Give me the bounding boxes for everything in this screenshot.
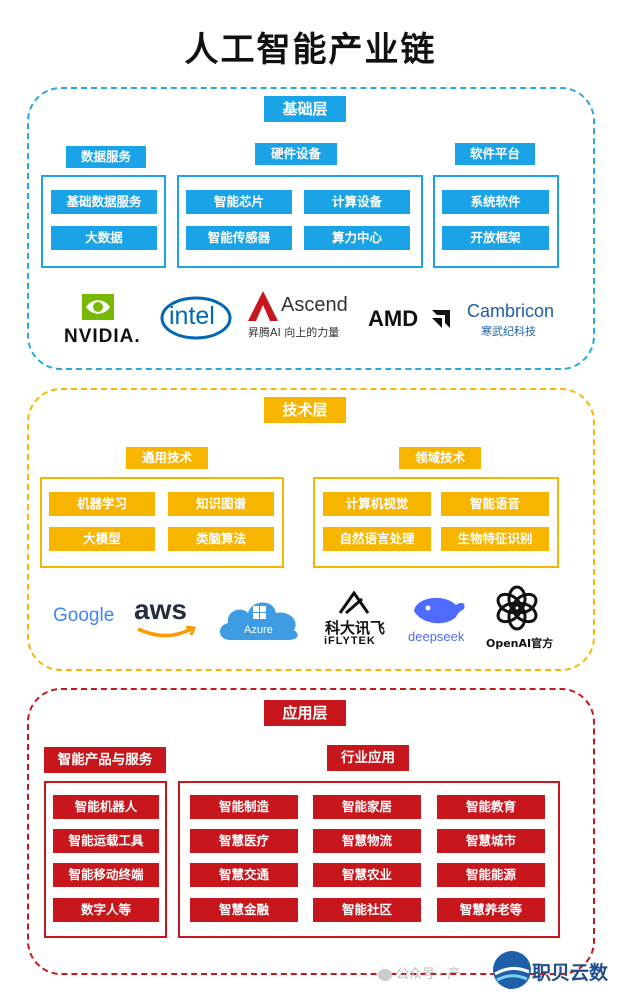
item-smart-finance: 智慧金融 xyxy=(190,898,298,922)
item-machine-learning: 机器学习 xyxy=(49,492,155,516)
iflytek-cn-wordmark: 科大讯飞 xyxy=(325,619,386,637)
item-nlp: 自然语言处理 xyxy=(323,527,431,551)
general-tech-label: 通用技术 xyxy=(126,447,208,469)
deepseek-wordmark: deepseek xyxy=(408,629,465,644)
google-logo: Google xyxy=(53,605,117,631)
item-digital-human: 数字人等 xyxy=(53,898,159,922)
item-smart-city: 智慧城市 xyxy=(437,829,545,853)
app-layer-frame xyxy=(27,688,595,975)
domain-tech-label: 领域技术 xyxy=(399,447,481,469)
item-smart-transport: 智慧交通 xyxy=(190,863,298,887)
item-smart-energy: 智能能源 xyxy=(437,863,545,887)
products-label: 智能产品与服务 xyxy=(44,747,166,773)
wechat-icon xyxy=(378,968,392,981)
amd-logo: AMD xyxy=(368,306,454,332)
nvidia-wordmark: NVIDIA. xyxy=(64,326,141,347)
item-smart-vehicle: 智能运载工具 xyxy=(53,829,159,853)
azure-wordmark: Azure xyxy=(244,624,273,636)
page-title: 人工智能产业链 xyxy=(184,30,437,70)
aws-logo: aws xyxy=(134,596,198,642)
item-big-data: 大数据 xyxy=(51,226,157,250)
ascend-wordmark: Ascend xyxy=(281,294,348,316)
amd-arrow-icon xyxy=(432,310,450,328)
base-layer-frame xyxy=(27,87,595,370)
aws-wordmark: aws xyxy=(134,594,187,625)
industry-label: 行业应用 xyxy=(327,745,409,771)
azure-logo: Azure xyxy=(216,596,302,642)
amd-wordmark: AMD xyxy=(368,306,419,331)
data-services-label: 数据服务 xyxy=(66,146,146,168)
hardware-label: 硬件设备 xyxy=(255,143,337,165)
industry-group xyxy=(178,781,560,938)
item-smart-education: 智能教育 xyxy=(437,795,545,819)
app-layer-label: 应用层 xyxy=(264,700,346,726)
google-wordmark: Google xyxy=(53,605,115,626)
ascend-slogan: 昇腾AI 向上的力量 xyxy=(248,326,340,339)
item-smart-sensor: 智能传感器 xyxy=(186,226,292,250)
cambricon-logo: Cambricon 寒武纪科技 xyxy=(467,301,559,341)
item-smart-mobile-terminal: 智能移动终端 xyxy=(53,863,159,887)
intel-wordmark: intel xyxy=(169,302,215,330)
tech-layer-label: 技术层 xyxy=(264,397,346,423)
aws-smile-icon xyxy=(137,626,196,638)
item-smart-chip: 智能芯片 xyxy=(186,190,292,214)
item-large-model: 大模型 xyxy=(49,527,155,551)
iflytek-en-wordmark: iFLYTEK xyxy=(324,635,376,647)
products-group xyxy=(44,781,167,938)
item-smart-home: 智能家居 xyxy=(313,795,421,819)
item-computer-vision: 计算机视觉 xyxy=(323,492,431,516)
nvidia-logo: NVIDIA. xyxy=(64,290,148,348)
item-speech: 智能语音 xyxy=(441,492,549,516)
item-smart-community: 智能社区 xyxy=(313,898,421,922)
tech-layer-frame xyxy=(27,388,595,671)
openai-logo: OpenAI官方 xyxy=(486,585,553,650)
watermark-text: 公众号 · 产 xyxy=(378,963,460,982)
data-services-group xyxy=(41,175,166,268)
cambricon-cn-name: 寒武纪科技 xyxy=(481,325,536,338)
cambricon-wordmark: Cambricon xyxy=(467,301,555,321)
item-brain-inspired-algorithm: 类脑算法 xyxy=(168,527,274,551)
hardware-group xyxy=(177,175,423,268)
software-group xyxy=(433,175,559,268)
iflytek-logo: 科大讯飞 iFLYTEK xyxy=(323,591,385,647)
ascend-logo: Ascend 昇腾AI 向上的力量 xyxy=(248,291,354,343)
openai-wordmark: OpenAI官方 xyxy=(486,637,554,650)
item-open-framework: 开放框架 xyxy=(442,226,549,250)
general-tech-group xyxy=(40,477,284,568)
base-layer-label: 基础层 xyxy=(264,96,346,122)
item-smart-logistics: 智慧物流 xyxy=(313,829,421,853)
item-compute-center: 算力中心 xyxy=(304,226,410,250)
domain-tech-group xyxy=(313,477,559,568)
software-label: 软件平台 xyxy=(455,143,535,165)
item-biometrics: 生物特征识别 xyxy=(441,527,549,551)
intel-logo: intel xyxy=(160,295,232,341)
brand-globe-icon xyxy=(492,950,532,990)
item-smart-elderly-care: 智慧养老等 xyxy=(437,898,545,922)
item-knowledge-graph: 知识图谱 xyxy=(168,492,274,516)
item-smart-healthcare: 智慧医疗 xyxy=(190,829,298,853)
brand-name: 职贝云数 xyxy=(532,962,609,984)
item-basic-data-service: 基础数据服务 xyxy=(51,190,157,214)
item-smart-robot: 智能机器人 xyxy=(53,795,159,819)
deepseek-logo: deepseek xyxy=(406,593,470,647)
item-system-software: 系统软件 xyxy=(442,190,549,214)
item-smart-agriculture: 智慧农业 xyxy=(313,863,421,887)
item-computing-device: 计算设备 xyxy=(304,190,410,214)
item-smart-manufacturing: 智能制造 xyxy=(190,795,298,819)
